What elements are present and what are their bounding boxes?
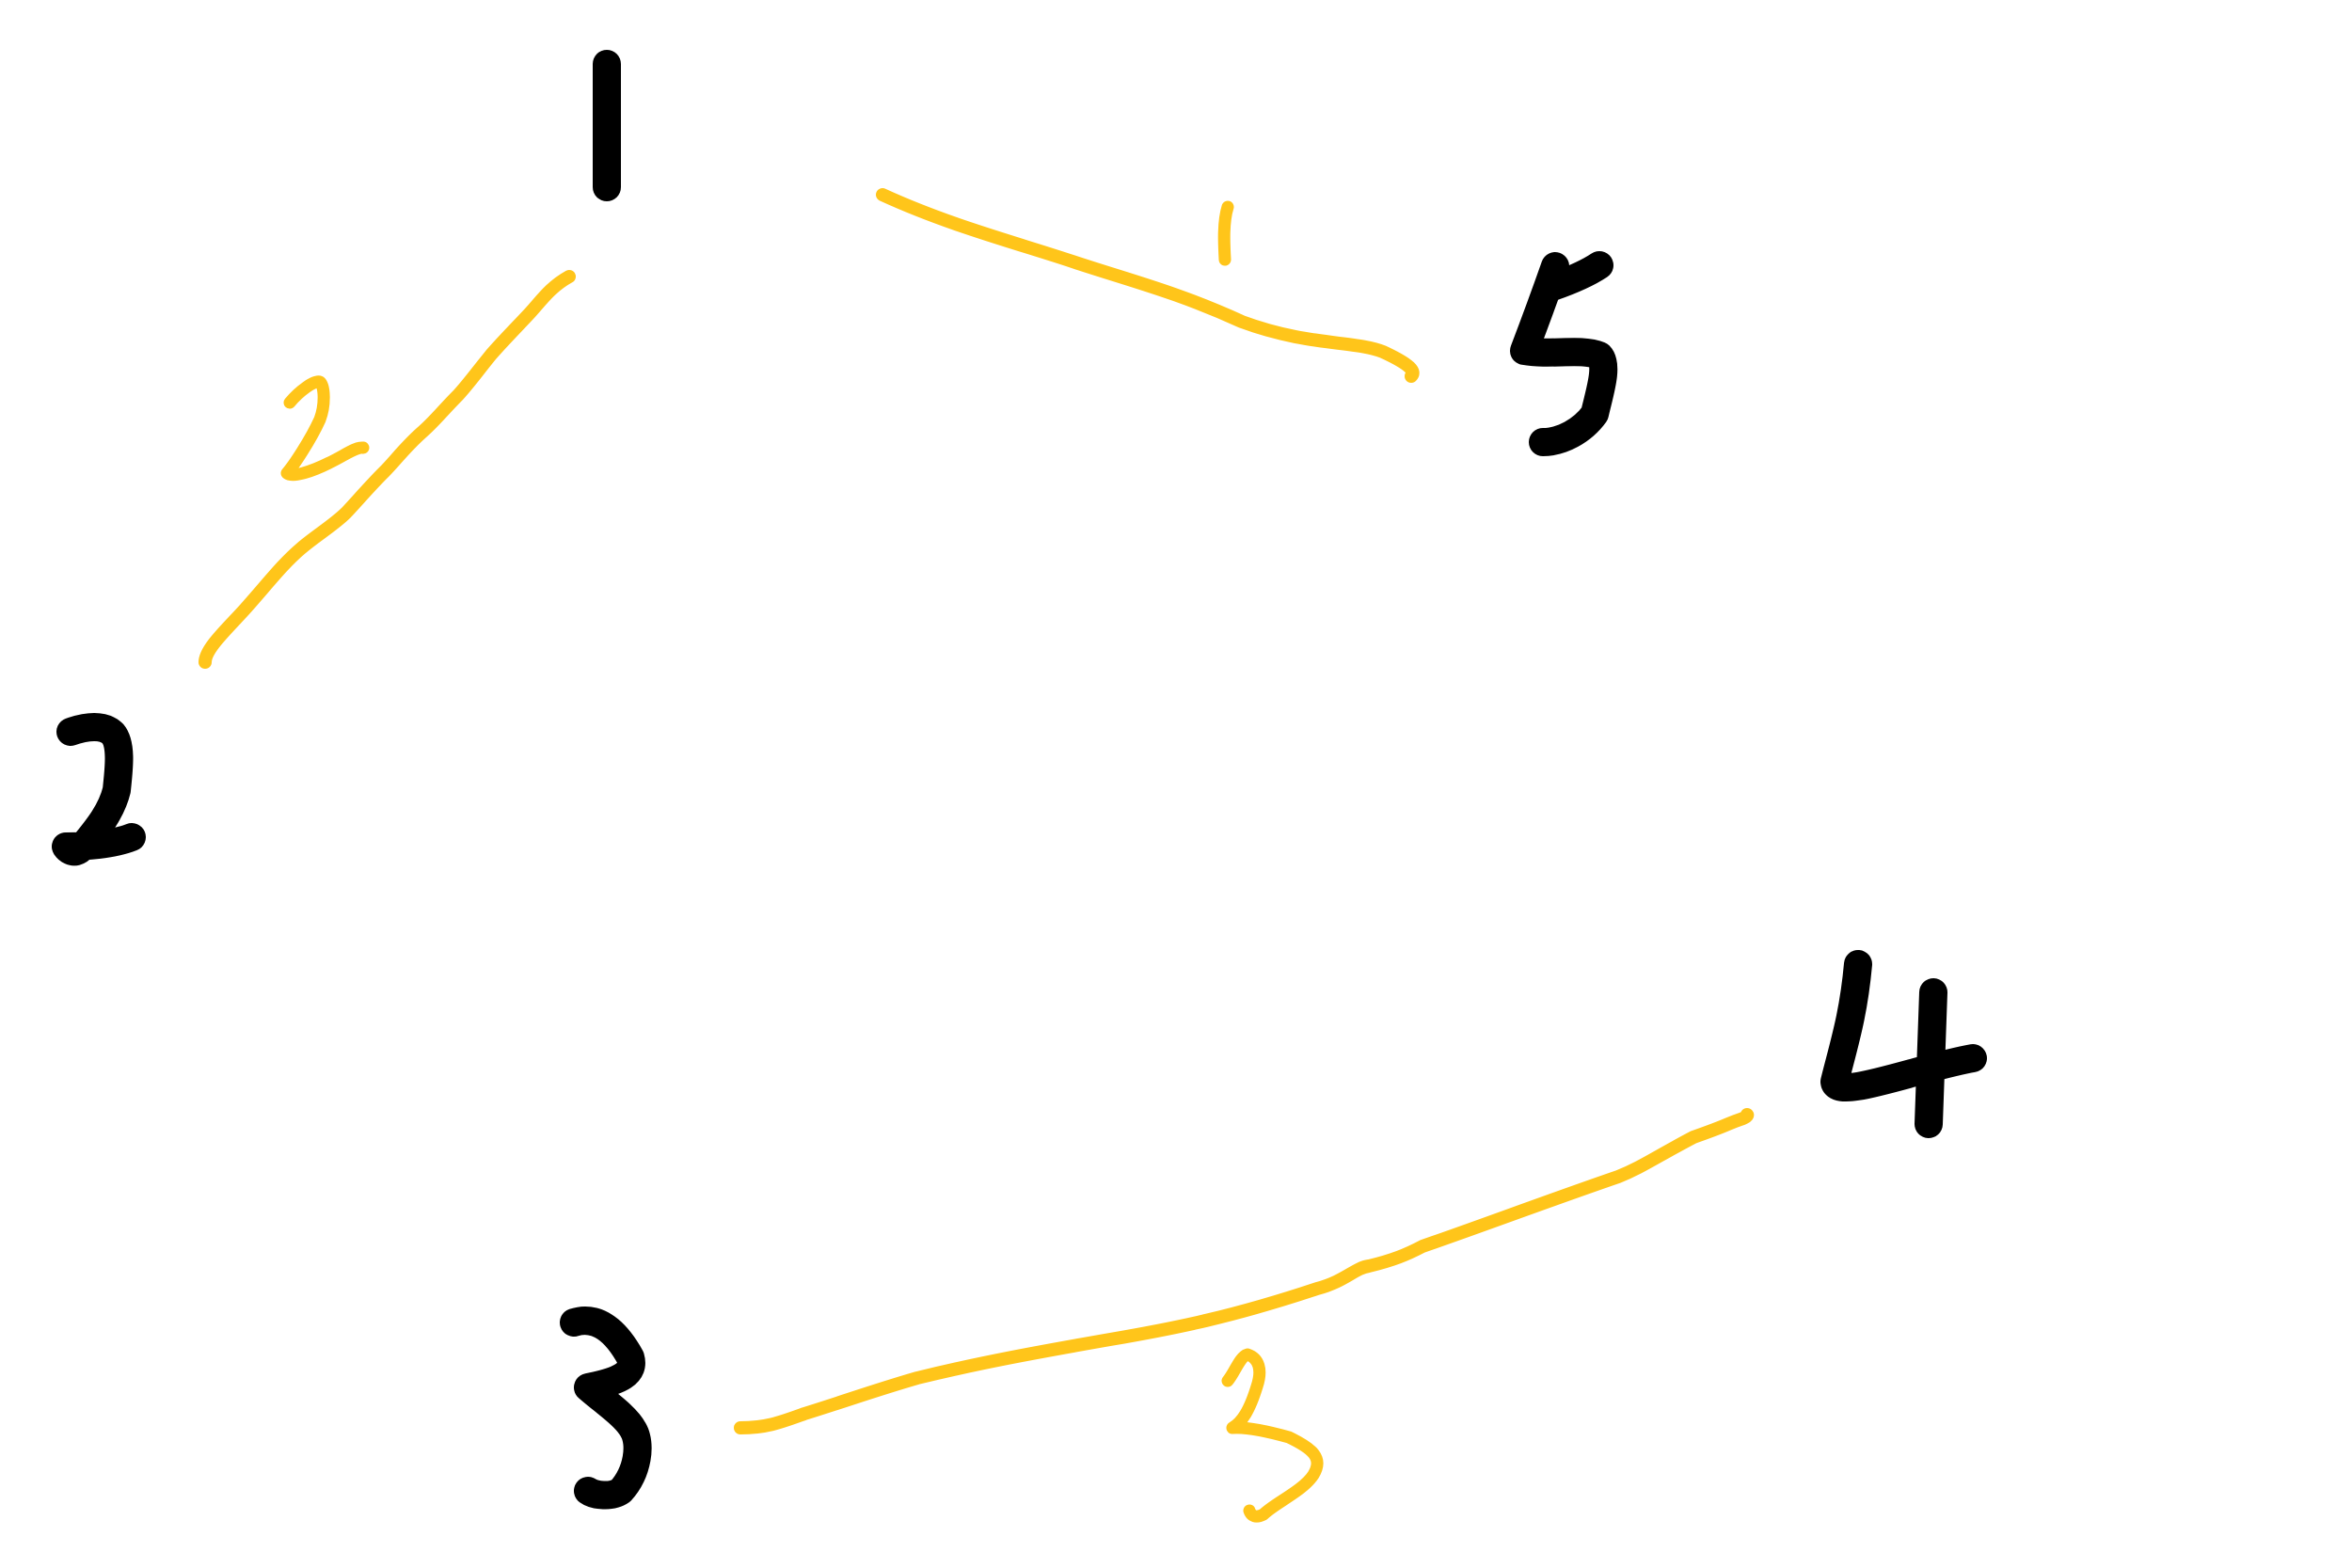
node-1: 1 [0,0,621,201]
edge-1-2-weight-label: 2 [0,0,9,4]
edge-1-2: 2 [0,0,576,669]
edge-1-5-weight-label: 1 [0,0,9,4]
node-5-label: 5 [0,0,9,4]
node-1-label: 1 [0,0,9,4]
edge-3-4-weight-glyph [1221,1348,1324,1523]
edge-1-5: 1 [0,0,1420,383]
node-4: 4 [0,0,1987,1138]
node-3-label: 3 [0,0,9,4]
edge-3-4-line [734,1108,1755,1434]
edge-1-5-weight-glyph [1217,200,1234,266]
node-2: 2 [0,0,146,866]
node-3-glyph [560,1307,652,1510]
edge-1-2-line [199,270,576,669]
edge-1-5-line [876,188,1420,383]
node-4-label: 4 [0,0,9,4]
node-2-label: 2 [0,0,9,4]
node-5-glyph-stroke-a [1510,252,1618,456]
edge-3-4-weight-label: 3 [0,0,9,4]
node-5: 5 [0,0,1618,456]
edge-1-2-weight-glyph [280,375,370,482]
node-4-glyph-stroke-b [1915,978,1947,1138]
node-3: 3 [0,0,652,1510]
node-2-glyph [52,713,146,866]
node-5-glyph-stroke-b [1538,251,1613,301]
node-4-glyph-stroke-a [1820,950,1987,1102]
edge-3-4: 3 [0,0,1755,1523]
